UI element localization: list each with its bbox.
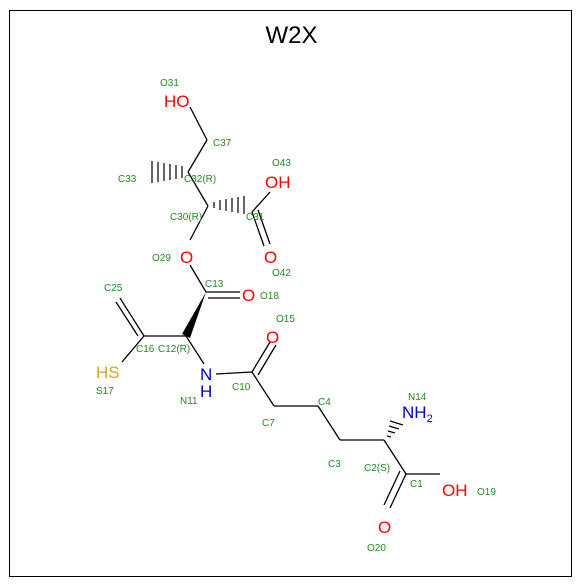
label-c37: C37 xyxy=(213,138,232,149)
bond-c10-o15-b xyxy=(257,344,277,376)
atom-oh-43: OH xyxy=(265,173,291,192)
label-s17: S17 xyxy=(96,386,114,397)
bond-c1-o20-b xyxy=(383,470,401,506)
label-c25: C25 xyxy=(104,283,123,294)
atom-labels: O31 C37 C33 C32(R) O43 C30(R) C31 O29 O4… xyxy=(96,78,496,554)
label-c32: C32(R) xyxy=(184,174,216,185)
bond-c32-c30 xyxy=(187,171,209,207)
label-c16: C16 xyxy=(136,344,155,355)
label-n14: N14 xyxy=(408,392,427,403)
bond-c10-c7 xyxy=(251,371,275,407)
bonds xyxy=(115,106,440,509)
atom-o-29: O xyxy=(180,248,193,267)
atom-o-42: O xyxy=(264,248,277,267)
bond-c10-o15-a xyxy=(251,341,271,373)
bond-n11-c10 xyxy=(215,371,253,375)
label-c7: C7 xyxy=(262,418,275,429)
hashed-bond-c30-c31 xyxy=(213,196,245,214)
label-o18: O18 xyxy=(260,291,279,302)
bond-o29-c13 xyxy=(189,264,207,293)
atom-nh2-14-subscript: 2 xyxy=(427,413,433,425)
bond-c16-c25-b xyxy=(115,301,139,337)
hashed-bond-c2-n14 xyxy=(386,420,404,438)
bond-c2-c1 xyxy=(383,439,407,475)
bond-c16-c25-a xyxy=(119,297,145,337)
label-c31: C31 xyxy=(246,212,265,223)
atom-oh-19: OH xyxy=(442,481,468,500)
label-o15: O15 xyxy=(276,314,295,325)
atom-h-11: H xyxy=(200,382,212,401)
atom-o-18: O xyxy=(242,286,255,305)
label-c3: C3 xyxy=(328,459,341,470)
label-c10: C10 xyxy=(232,382,251,393)
atom-nh2-14: NH2 xyxy=(402,403,433,425)
label-o43: O43 xyxy=(272,158,291,169)
atom-hs-17: HS xyxy=(96,363,120,382)
bond-c12-n11 xyxy=(185,335,205,365)
molecule-title: W2X xyxy=(265,22,318,49)
bond-c4-c3 xyxy=(317,405,341,441)
label-o42: O42 xyxy=(272,268,291,279)
bond-c31-o42-b xyxy=(257,209,271,245)
label-c33: C33 xyxy=(118,174,137,185)
bond-c31-o43 xyxy=(251,191,271,213)
atom-n-11: N xyxy=(200,365,212,384)
label-c4: C4 xyxy=(318,397,331,408)
label-c2: C2(S) xyxy=(364,463,390,474)
atom-o-15: O xyxy=(266,328,279,347)
bond-c16-s17 xyxy=(121,335,145,363)
label-o31: O31 xyxy=(160,78,179,89)
hashed-bond-c32-c33 xyxy=(151,161,183,183)
label-o20: O20 xyxy=(367,543,386,554)
atom-o-20: O xyxy=(378,518,391,537)
label-c12: C12(R) xyxy=(158,344,190,355)
label-o29: O29 xyxy=(152,253,171,264)
wedge-bond-c13-c12 xyxy=(182,292,206,338)
bond-c31-o42-a xyxy=(251,211,265,247)
bond-c1-o20-a xyxy=(389,473,407,509)
diagram-frame xyxy=(9,10,572,577)
heteroatoms: HO OH O O O O HS N H NH2 OH O xyxy=(96,92,468,537)
atom-ho-31: HO xyxy=(164,92,190,111)
bond-o31-c37 xyxy=(189,106,208,141)
label-o19: O19 xyxy=(477,487,496,498)
bond-c30-o29 xyxy=(189,205,209,241)
label-c13: C13 xyxy=(205,279,224,290)
label-c30: C30(R) xyxy=(170,212,202,223)
bond-c37-c32 xyxy=(187,139,208,173)
label-c1: C1 xyxy=(410,479,423,490)
label-n11: N11 xyxy=(180,396,198,407)
